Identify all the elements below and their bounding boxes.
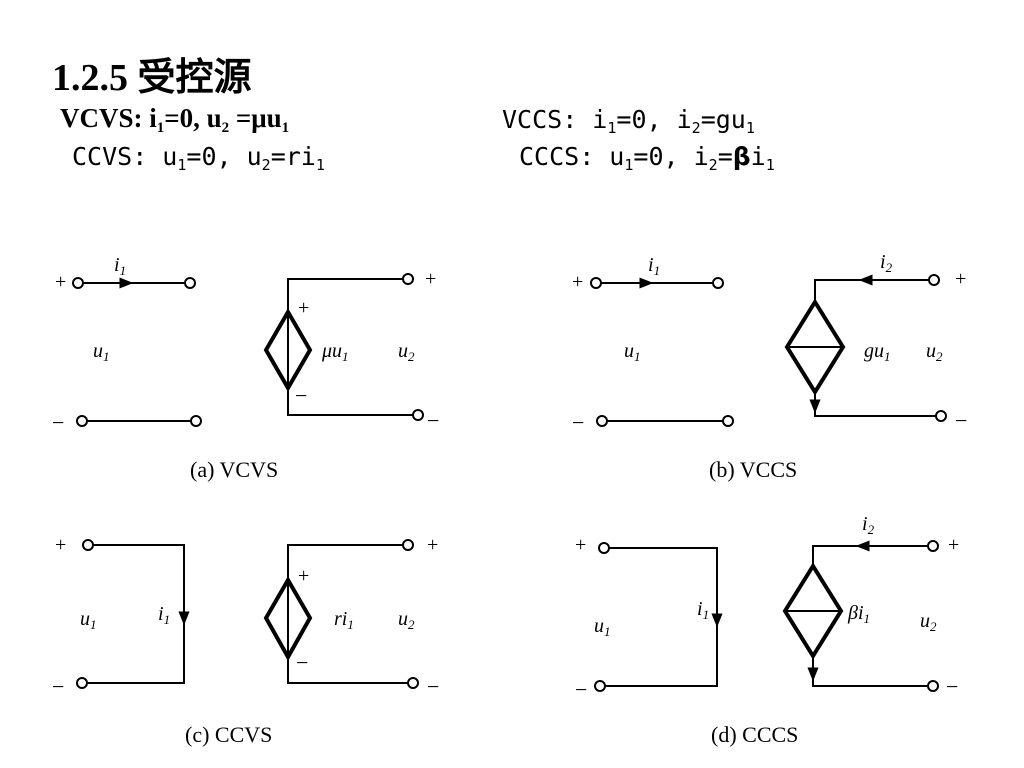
- labels-vcvs: + − i1 u1 + − μu1 u2 + − (a) VCVS: [52, 254, 439, 482]
- svg-text:i1: i1: [697, 598, 709, 622]
- svg-text:ri1: ri1: [334, 608, 354, 632]
- svg-text:u1: u1: [93, 340, 110, 364]
- labels-vccs: + − i1 u1 i2 gu1 u2 + − (b) VCCS: [572, 251, 967, 482]
- svg-text:+: +: [298, 297, 309, 319]
- page-title: 1.2.5 受控源: [52, 57, 252, 99]
- diagram-cccs: [594, 540, 939, 692]
- caption-cccs: (d) CCCS: [711, 722, 798, 747]
- svg-text:gu1: gu1: [864, 340, 891, 364]
- svg-text:i1: i1: [114, 254, 126, 278]
- labels-cccs: + − u1 i1 i2 βi1 u2 + − (d) CCCS: [575, 513, 959, 747]
- svg-text:+: +: [55, 534, 66, 556]
- dependent-current-source-icon: [784, 298, 846, 396]
- svg-text:−: −: [52, 674, 64, 699]
- svg-text:+: +: [427, 534, 438, 556]
- svg-text:+: +: [572, 271, 583, 293]
- svg-text:−: −: [946, 674, 958, 699]
- svg-text:−: −: [427, 674, 439, 699]
- caption-ccvs: (c) CCVS: [185, 722, 272, 747]
- svg-text:i1: i1: [648, 254, 660, 278]
- svg-text:u1: u1: [594, 615, 611, 639]
- formula-ccvs: CCVS: u1=0, u2=ri1: [72, 142, 325, 174]
- svg-text:−: −: [52, 410, 64, 435]
- svg-text:−: −: [575, 677, 587, 702]
- svg-text:i2: i2: [862, 513, 875, 537]
- svg-text:u2: u2: [398, 608, 415, 632]
- svg-text:u1: u1: [80, 608, 97, 632]
- svg-text:u2: u2: [398, 340, 415, 364]
- svg-text:−: −: [296, 650, 308, 675]
- formula-cccs: CCCS: u1=0, i2=βi1: [519, 142, 775, 174]
- svg-text:i2: i2: [880, 251, 893, 275]
- svg-text:μu1: μu1: [321, 340, 349, 364]
- svg-text:−: −: [427, 408, 439, 433]
- caption-vcvs: (a) VCVS: [190, 457, 278, 482]
- diagram-vccs: [590, 274, 947, 427]
- svg-text:+: +: [298, 565, 309, 587]
- diagram-vcvs: [72, 273, 424, 427]
- svg-text:u2: u2: [926, 340, 943, 364]
- caption-vccs: (b) VCCS: [709, 457, 797, 482]
- svg-text:+: +: [948, 534, 959, 556]
- labels-ccvs: + − u1 i1 + − ri1 u2 + − (c) CCVS: [52, 534, 439, 747]
- svg-text:+: +: [575, 534, 586, 556]
- formula-vcvs: VCVS: i1=0, u2 =μu1: [60, 103, 290, 136]
- formula-vccs: VCCS: i1=0, i2=gu1: [502, 105, 755, 137]
- svg-text:−: −: [572, 410, 584, 435]
- svg-text:+: +: [955, 268, 966, 290]
- dependent-current-source-icon: [782, 562, 844, 660]
- svg-text:u1: u1: [624, 340, 641, 364]
- svg-text:u2: u2: [920, 610, 937, 634]
- svg-text:−: −: [295, 383, 307, 408]
- diagram-ccvs: [76, 539, 419, 689]
- svg-text:i1: i1: [158, 603, 170, 627]
- svg-text:+: +: [55, 271, 66, 293]
- svg-text:+: +: [425, 268, 436, 290]
- svg-text:βi1: βi1: [847, 602, 870, 626]
- svg-text:−: −: [955, 408, 967, 433]
